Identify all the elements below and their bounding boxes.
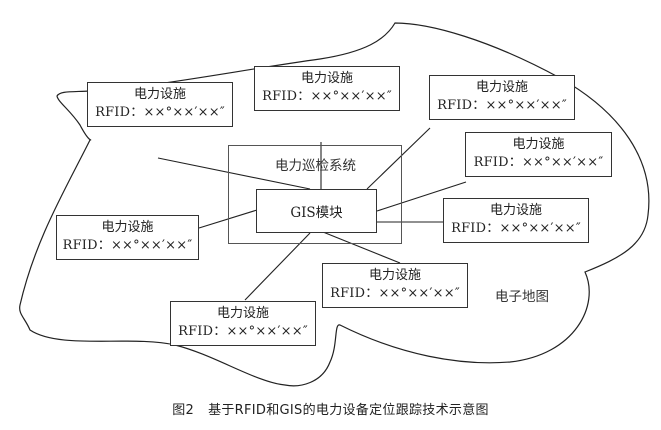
facility-box-bottom-center: 电力设施 RFID：××°××′××″: [322, 263, 468, 308]
facility-title: 电力设施: [216, 306, 269, 321]
facility-title: 电力设施: [368, 268, 421, 283]
figure-caption: 图2 基于RFID和GIS的电力设备定位跟踪技术示意图: [0, 399, 661, 418]
facility-rfid: RFID：××°××′××″: [95, 105, 225, 120]
facility-title: 电力设施: [300, 71, 353, 86]
facility-box-bottom-left: 电力设施 RFID：××°××′××″: [170, 301, 316, 346]
facility-rfid: RFID：××°××′××″: [330, 286, 460, 301]
gis-module-box: GIS模块: [256, 189, 377, 233]
facility-rfid: RFID：××°××′××″: [437, 98, 567, 113]
facility-title: 电力设施: [475, 80, 528, 95]
facility-rfid: RFID：××°××′××″: [178, 324, 308, 339]
facility-rfid: RFID：××°××′××″: [451, 221, 581, 236]
facility-title: 电力设施: [133, 87, 186, 102]
facility-rfid: RFID：××°××′××″: [62, 238, 193, 253]
facility-box-right-middle: 电力设施 RFID：××°××′××″: [443, 198, 589, 243]
inspection-system-box: [228, 145, 402, 244]
figure-number: 图2: [172, 403, 195, 418]
facility-box-left: 电力设施 RFID：××°××′××″: [56, 215, 199, 260]
facility-title: 电力设施: [512, 137, 565, 152]
gis-module-label: GIS模块: [290, 205, 343, 221]
facility-box-top-right: 电力设施 RFID：××°××′××″: [429, 75, 575, 120]
connection-line-top-left: [157, 157, 311, 190]
facility-box-top-center: 电力设施 RFID：××°××′××″: [254, 66, 400, 111]
facility-rfid: RFID：××°××′××″: [262, 89, 392, 104]
facility-title: 电力设施: [101, 220, 154, 235]
facility-title: 电力设施: [489, 203, 542, 218]
figure-caption-text: 基于RFID和GIS的电力设备定位跟踪技术示意图: [208, 403, 489, 418]
connection-line-right-upper: [376, 181, 467, 212]
connection-line-bottom-left: [244, 232, 311, 301]
electronic-map-label: 电子地图: [495, 289, 549, 305]
facility-rfid: RFID：××°××′××″: [473, 155, 604, 170]
facility-box-right-upper: 电力设施 RFID：××°××′××″: [465, 132, 612, 177]
facility-box-top-left: 电力设施 RFID：××°××′××″: [87, 82, 233, 127]
connection-line-bottom-center: [322, 231, 401, 264]
inspection-system-label: 电力巡检系统: [275, 158, 356, 174]
electronic-map-outline: [19, 22, 650, 387]
connection-line-top-right: [366, 127, 431, 190]
